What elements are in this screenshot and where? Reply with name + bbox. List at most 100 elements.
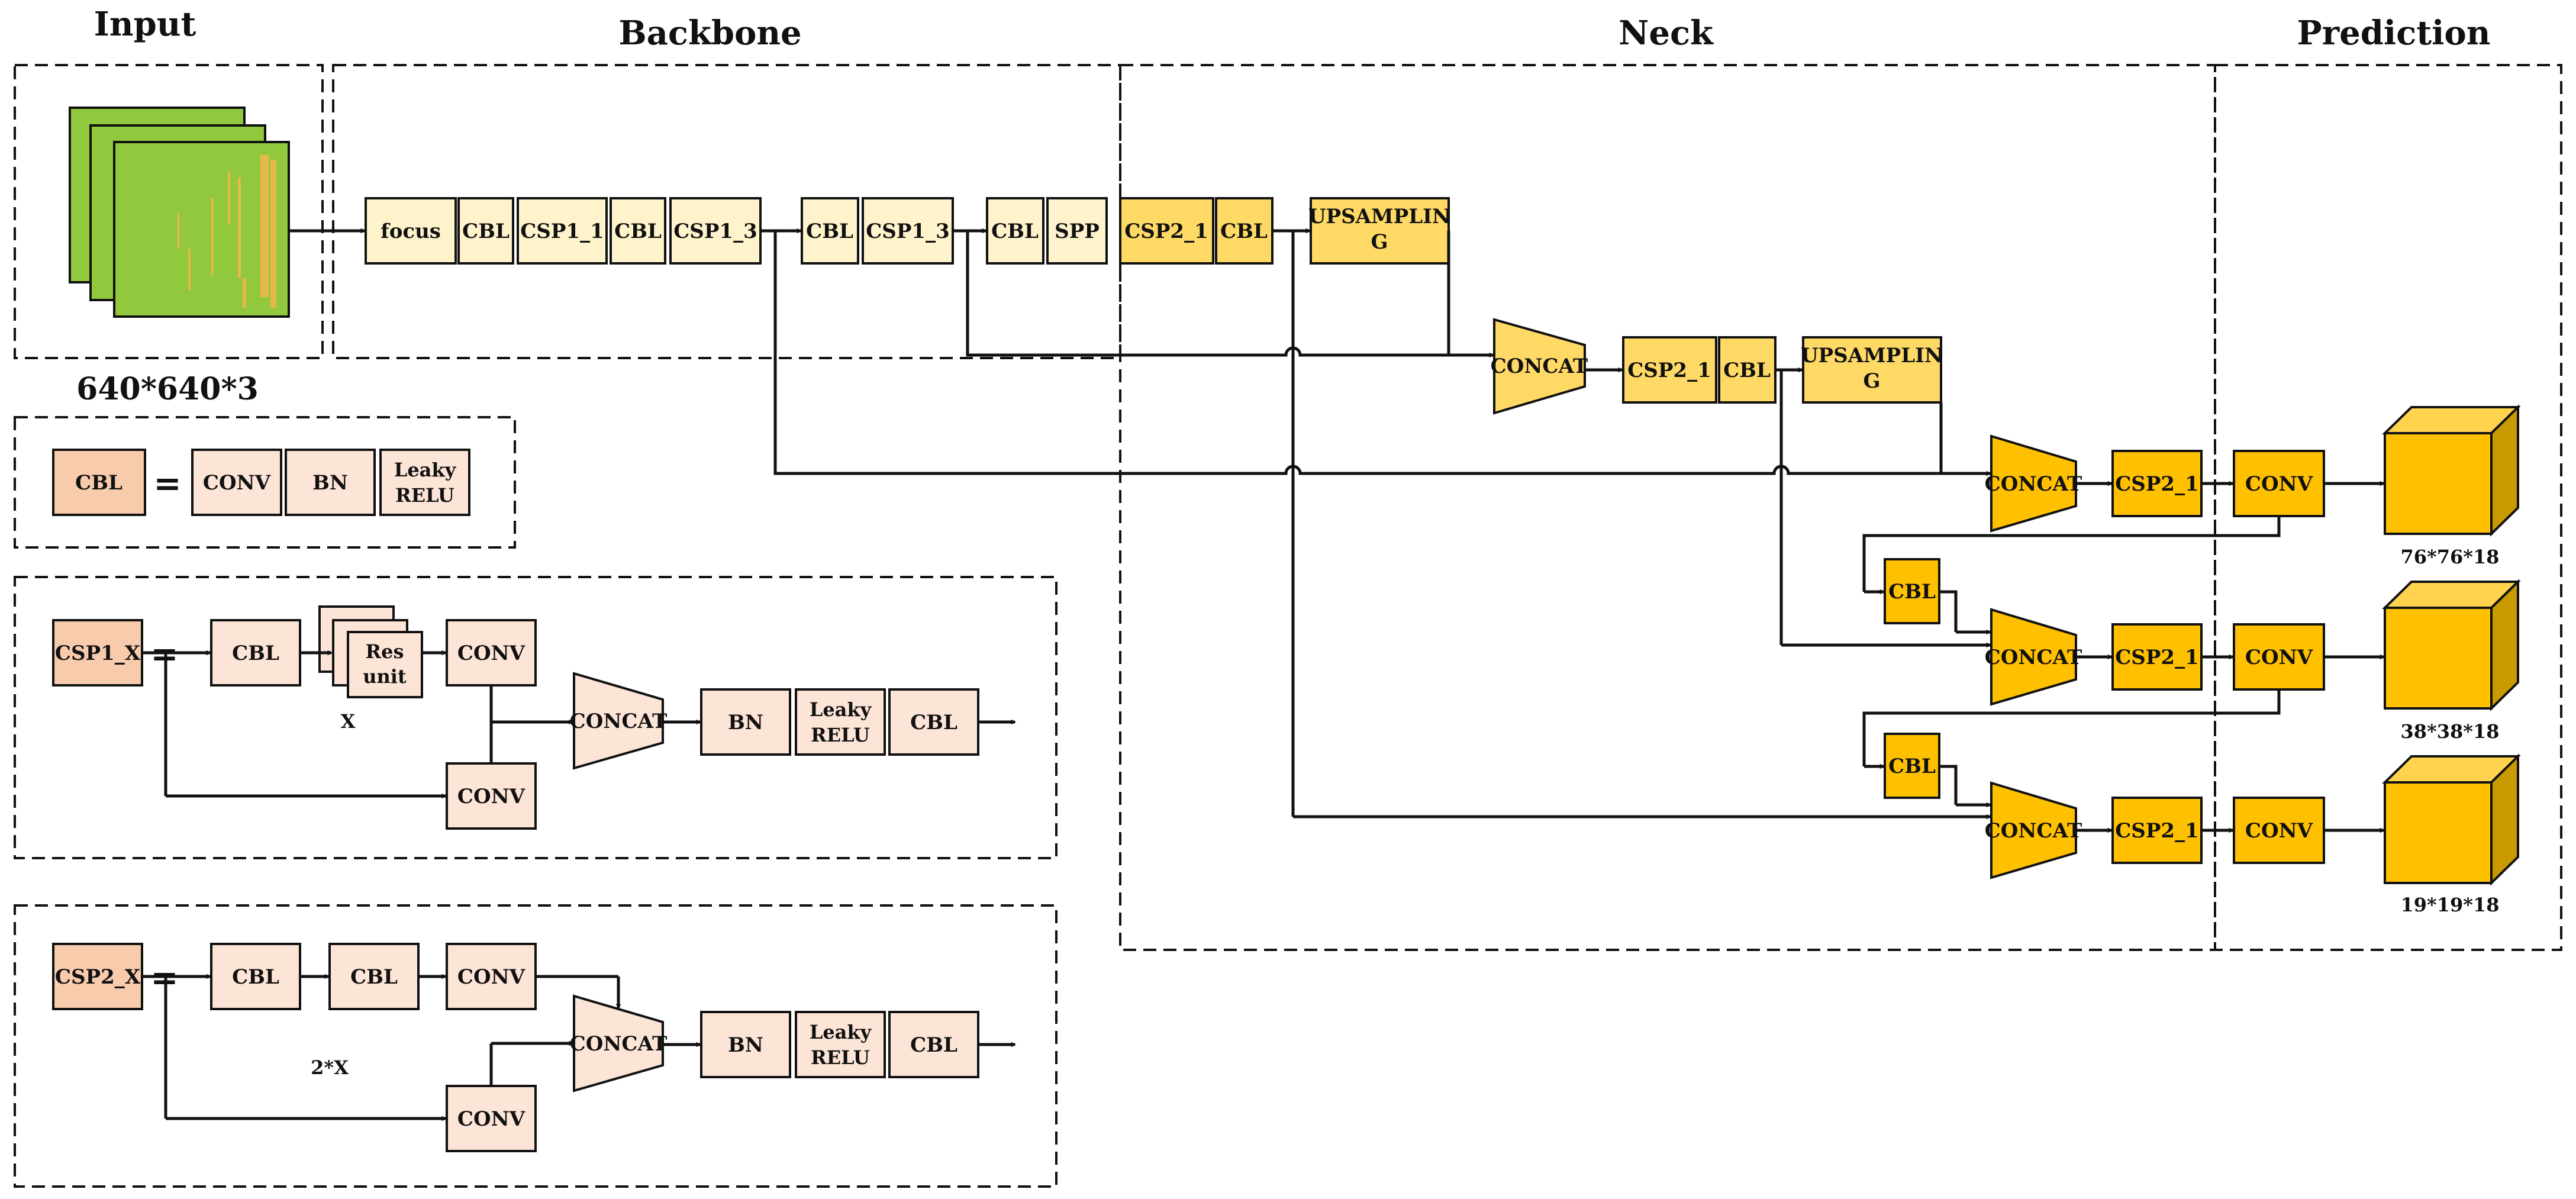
block-csp1-1 <box>517 197 608 265</box>
legend-cbl-leaky-label-2: RELU <box>395 484 454 507</box>
block-pred-conv-3 <box>2233 797 2325 864</box>
label-pred-conv-3: CONV <box>2245 819 2313 843</box>
label-upsampling-b-1: UPSAMPLIN <box>1801 344 1943 368</box>
block-concat-neck-a <box>1493 318 1586 415</box>
label-concat-out-3: CONCAT <box>1985 819 2082 843</box>
label-backbone-cbl-1: CBL <box>462 220 510 243</box>
legend-csp2-cbl-2-label: CBL <box>350 965 398 989</box>
legend-csp1-leaky-label-1: Leaky <box>810 698 872 721</box>
legend-cbl-leaky <box>379 449 470 516</box>
legend-cbl-conv <box>191 449 282 516</box>
legend-csp2: CSP2_X = CBL CBL CONV 2*X CONV CONCAT BN… <box>52 943 1017 1152</box>
connections <box>289 228 2385 833</box>
legend-csp1-concat-label: CONCAT <box>570 710 668 733</box>
label-neck-csp2-1-a: CSP2_1 <box>1124 220 1208 243</box>
block-concat-out-3 <box>1990 781 2077 879</box>
block-neck-cbl-b <box>1718 336 1777 404</box>
legend-csp2-tail-cbl <box>888 1011 979 1078</box>
block-csp2-1-out-1 <box>2111 450 2203 517</box>
section-title-prediction: Prediction <box>2297 14 2491 53</box>
frame-legend-csp1 <box>14 576 1058 859</box>
legend-csp2-cbl-1-label: CBL <box>232 965 279 989</box>
legend-csp1-conv-top <box>446 619 537 686</box>
block-concat-out-1 <box>1990 434 2077 533</box>
legend-csp1-key-label: CSP1_X <box>55 642 141 665</box>
legend-csp2-leaky <box>795 1011 886 1078</box>
block-csp2-1-out-3 <box>2111 797 2203 864</box>
label-neck-cbl-a: CBL <box>1220 220 1268 243</box>
legend-csp2-repeat-label: 2*X <box>311 1056 349 1079</box>
output-cube-1 <box>2382 404 2521 537</box>
output-cube-2 <box>2382 579 2521 711</box>
output-cube-3 <box>2382 753 2521 886</box>
legend-csp1-bn <box>700 688 791 756</box>
legend-csp1-leaky <box>795 688 886 756</box>
legend-csp2-bn-label: BN <box>728 1033 763 1057</box>
block-upsampling-a <box>1310 197 1450 265</box>
label-spp: SPP <box>1055 220 1100 243</box>
neck-chain: CSP2_1 CBL UPSAMPLIN G CONCAT CSP2_1 CBL… <box>1119 197 1943 415</box>
block-backbone-cbl-2 <box>610 197 666 265</box>
legend-csp1-tail-cbl-label: CBL <box>910 711 957 734</box>
legend-csp1-conv-bottom <box>446 762 537 830</box>
label-concat-out-1: CONCAT <box>1985 472 2082 496</box>
label-backbone-cbl-4: CBL <box>991 220 1039 243</box>
label-focus: focus <box>381 220 441 243</box>
label-pred-conv-2: CONV <box>2245 646 2313 669</box>
block-pred-conv-2 <box>2233 623 2325 691</box>
label-csp2-1-out-3: CSP2_1 <box>2115 819 2199 843</box>
block-spp <box>1046 197 1108 265</box>
input-image-texture <box>178 155 276 308</box>
legend-cbl-equals: = <box>154 465 182 503</box>
backbone-chain: focus CBL CSP1_1 CBL CSP1_3 CBL CSP1_3 C… <box>365 197 1108 265</box>
block-upsampling-b <box>1802 336 1942 404</box>
legend-csp2-cbl-2 <box>328 943 420 1010</box>
block-backbone-cbl-3 <box>801 197 859 265</box>
output-size-1: 76*76*18 <box>2400 546 2499 568</box>
legend-cbl: CBL = CONV BN Leaky RELU <box>52 449 470 516</box>
legend-csp2-bn <box>700 1011 791 1078</box>
legend-csp1-bn-label: BN <box>728 711 763 734</box>
label-backbone-cbl-3: CBL <box>806 220 853 243</box>
legend-csp2-tail-cbl-label: CBL <box>910 1033 957 1057</box>
legend-cbl-leaky-label-1: Leaky <box>394 459 457 481</box>
legend-cbl-bn-label: BN <box>312 471 348 495</box>
prediction-head: CONV CONV CONV 76*76*18 38*38*18 19*19*1… <box>2233 404 2521 916</box>
label-neck-csp2-1-b: CSP2_1 <box>1627 359 1711 382</box>
block-neck-csp2-1-a <box>1119 197 1214 265</box>
label-csp1-3-a: CSP1_3 <box>673 220 757 243</box>
legend-csp1-res-label-1: Res <box>366 640 404 663</box>
section-title-neck: Neck <box>1619 14 1714 53</box>
legend-csp1-conv-top-label: CONV <box>457 642 525 665</box>
legend-csp2-key <box>52 943 143 1010</box>
legend-csp1-key <box>52 619 143 686</box>
neck-output-rows: CONCAT CSP2_1 CBL CONCAT CSP2_1 CBL CONC… <box>1884 434 2203 879</box>
label-pred-conv-1: CONV <box>2245 472 2313 496</box>
label-upsampling-b-2: G <box>1863 369 1880 393</box>
legend-csp2-concat-label: CONCAT <box>570 1032 668 1056</box>
label-concat-neck-a: CONCAT <box>1491 354 1588 378</box>
label-csp1-1: CSP1_1 <box>520 220 604 243</box>
legend-cbl-key-label: CBL <box>75 471 122 495</box>
frame-prediction <box>2214 64 2562 951</box>
legend-csp1-concat <box>573 672 664 770</box>
label-csp2-1-out-2: CSP2_1 <box>2115 646 2199 669</box>
output-size-2: 38*38*18 <box>2400 720 2499 743</box>
label-csp1-3-b: CSP1_3 <box>866 220 950 243</box>
block-concat-out-2 <box>1990 608 2077 706</box>
label-csp2-1-out-1: CSP2_1 <box>2115 472 2199 496</box>
block-csp2-1-out-2 <box>2111 623 2203 691</box>
output-size-3: 19*19*18 <box>2400 894 2499 916</box>
input-image-stack <box>69 107 290 318</box>
legend-csp1-res-unit <box>347 631 423 698</box>
legend-csp1-cbl-label: CBL <box>232 642 279 665</box>
block-neck-csp2-1-b <box>1622 336 1717 404</box>
legend-cbl-bn <box>285 449 376 516</box>
label-concat-out-2: CONCAT <box>1985 646 2082 669</box>
label-upsampling-a-1: UPSAMPLIN <box>1308 205 1450 228</box>
frame-legend-csp2 <box>14 904 1058 1188</box>
legend-csp2-conv-bottom-label: CONV <box>457 1107 525 1131</box>
label-cbl-mid-1: CBL <box>1888 580 1936 604</box>
block-cbl-mid-1 <box>1884 558 1940 624</box>
